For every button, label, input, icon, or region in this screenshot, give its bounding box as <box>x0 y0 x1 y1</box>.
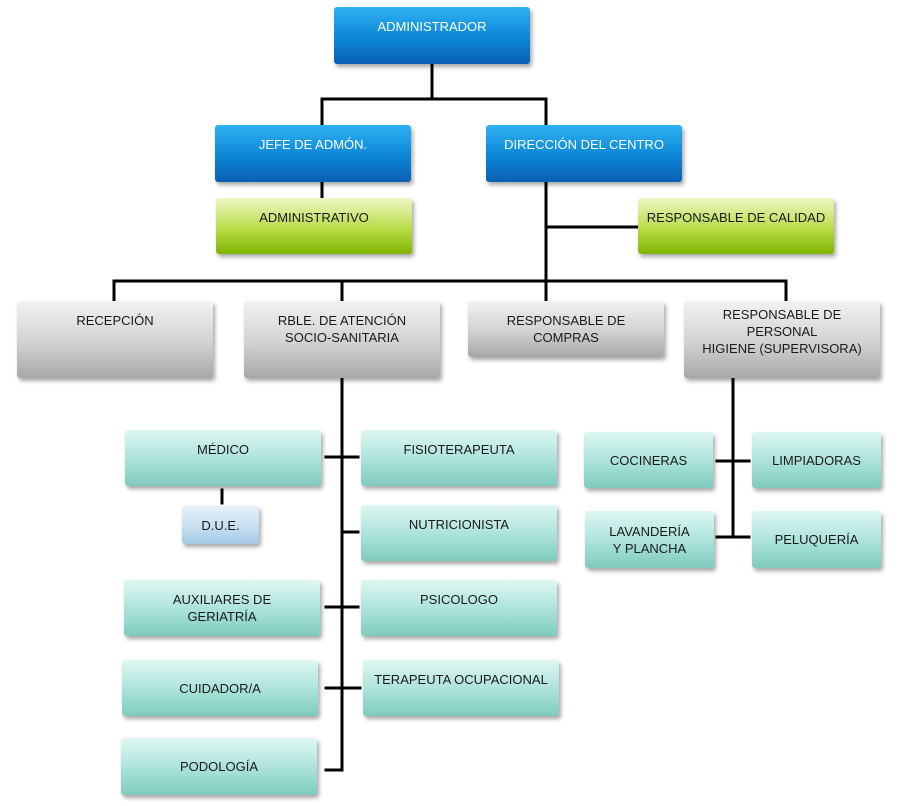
node-recepcion: RECEPCIÓN <box>17 301 213 378</box>
node-label: COCINERAS <box>609 452 688 468</box>
node-label: LIMPIADORAS <box>772 452 861 468</box>
node-rble-atencion: RBLE. DE ATENCIÓN SOCIO-SANITARIA <box>244 301 440 378</box>
node-fisioterapeuta: FISIOTERAPEUTA <box>361 430 557 486</box>
node-responsable-calidad: RESPONSABLE DE CALIDAD <box>638 198 834 254</box>
node-nutricionista: NUTRICIONISTA <box>361 505 557 561</box>
node-label: RESPONSABLE DE COMPRAS <box>506 313 626 345</box>
node-administrativo: ADMINISTRATIVO <box>216 198 412 254</box>
node-label: AUXILIARES DE GERIATRÍA <box>172 592 272 624</box>
node-limpiadoras: LIMPIADORAS <box>752 432 881 488</box>
node-terapeuta-ocupacional: TERAPEUTA OCUPACIONAL <box>363 660 559 716</box>
node-label: RESPONSABLE DE CALIDAD <box>646 210 826 225</box>
node-administrador: ADMINISTRADOR <box>334 7 530 64</box>
node-label: LAVANDERÍA Y PLANCHA <box>609 523 690 556</box>
node-label: RECEPCIÓN <box>76 313 154 328</box>
node-lavanderia: LAVANDERÍA Y PLANCHA <box>585 511 714 568</box>
node-jefe-admon: JEFE DE ADMÓN. <box>215 125 411 182</box>
node-label: MÉDICO <box>197 442 249 457</box>
node-podologia: PODOLOGÍA <box>121 738 317 795</box>
node-label: RBLE. DE ATENCIÓN SOCIO-SANITARIA <box>277 313 407 345</box>
node-label: DIRECCIÓN DEL CENTRO <box>504 137 664 152</box>
node-label: FISIOTERAPEUTA <box>403 442 515 457</box>
node-label: TERAPEUTA OCUPACIONAL <box>374 672 548 687</box>
node-label: PODOLOGÍA <box>179 759 259 774</box>
node-due: D.U.E. <box>182 506 259 544</box>
node-psicologo: PSICOLOGO <box>361 580 557 636</box>
node-responsable-personal: RESPONSABLE DE PERSONAL HIGIENE (SUPERVI… <box>684 301 880 378</box>
node-label: ADMINISTRADOR <box>377 19 487 34</box>
node-label: D.U.E. <box>201 517 240 533</box>
node-label: PELUQUERÍA <box>774 532 859 547</box>
node-direccion-centro: DIRECCIÓN DEL CENTRO <box>486 125 682 182</box>
node-peluqueria: PELUQUERÍA <box>752 511 881 568</box>
node-label: CUIDADOR/A <box>179 680 261 696</box>
node-cuidador: CUIDADOR/A <box>122 660 318 716</box>
node-auxiliares: AUXILIARES DE GERIATRÍA <box>124 580 320 636</box>
node-label: NUTRICIONISTA <box>408 517 510 532</box>
node-responsable-compras: RESPONSABLE DE COMPRAS <box>468 301 664 357</box>
node-label: RESPONSABLE DE PERSONAL HIGIENE (SUPERVI… <box>702 307 862 356</box>
node-cocineras: COCINERAS <box>584 432 713 488</box>
node-medico: MÉDICO <box>125 430 321 486</box>
node-label: ADMINISTRATIVO <box>259 210 369 225</box>
node-label: PSICOLOGO <box>419 592 499 607</box>
node-label: JEFE DE ADMÓN. <box>258 137 368 152</box>
